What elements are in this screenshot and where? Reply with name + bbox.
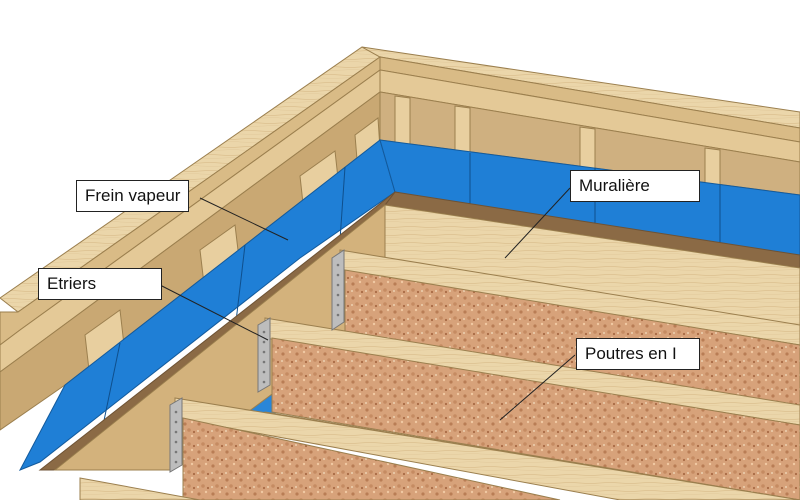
top-plate-back [361, 46, 800, 129]
leader-poutres [499, 354, 576, 421]
i-joist-4 [79, 477, 201, 500]
hanger-2 [257, 317, 271, 393]
leader-lines [159, 187, 576, 421]
top-plate-back-front [379, 56, 800, 143]
inner-plate-back [379, 69, 800, 163]
i-joists [79, 249, 800, 500]
hanger-1 [331, 249, 345, 331]
label-poutres-en-i: Poutres en I [576, 338, 700, 370]
hanger-3 [169, 397, 183, 473]
leader-etriers [159, 284, 269, 341]
label-etriers: Etriers [38, 268, 162, 300]
label-muraliere: Muralière [570, 170, 700, 202]
leader-frein-vapeur [199, 197, 289, 241]
label-frein-vapeur: Frein vapeur [76, 180, 190, 212]
leader-muraliere [504, 187, 571, 259]
